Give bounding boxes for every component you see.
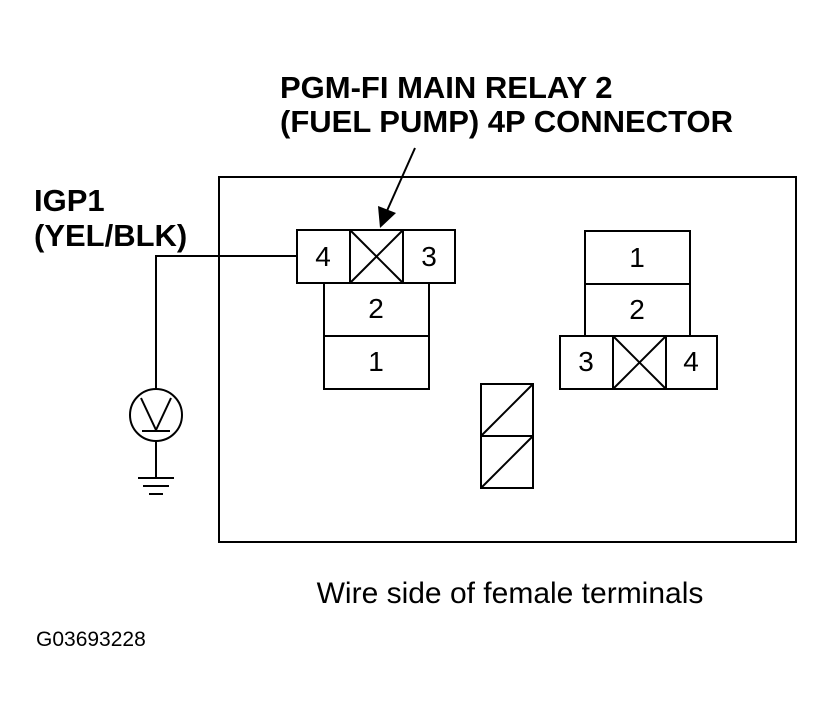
pin-2-label: 2 — [368, 293, 384, 324]
empty-cavity-icon — [612, 335, 667, 390]
pin-4-label: 4 — [315, 241, 331, 272]
ground-icon — [138, 441, 174, 495]
pin-3-label: 3 — [578, 346, 594, 377]
terminal-label: IGP1 — [34, 183, 105, 218]
left-connector: 4 3 2 1 — [296, 229, 456, 390]
right-connector: 1 2 3 4 — [559, 230, 718, 390]
wire-color-label: (YEL/BLK) — [34, 218, 187, 253]
connector-housing — [218, 176, 797, 543]
connector-title-line1: PGM-FI MAIN RELAY 2 — [280, 70, 612, 105]
pin-1-label: 1 — [629, 242, 645, 273]
pin-1-label: 1 — [368, 346, 384, 377]
arrow-icon — [378, 147, 416, 228]
probe-wire — [155, 255, 297, 389]
pin-4-label: 4 — [683, 346, 699, 377]
connector-title-line2: (FUEL PUMP) 4P CONNECTOR — [280, 104, 733, 139]
figure-id: G03693228 — [36, 628, 146, 651]
empty-cavity-icon — [349, 229, 404, 284]
caption: Wire side of female terminals — [317, 577, 704, 610]
pin-1-cell — [323, 335, 430, 390]
pin-2-label: 2 — [629, 294, 645, 325]
pin-4-cell — [665, 335, 718, 390]
locking-tab — [480, 383, 534, 489]
pin-3-label: 3 — [421, 241, 437, 272]
voltmeter-icon — [129, 388, 183, 442]
